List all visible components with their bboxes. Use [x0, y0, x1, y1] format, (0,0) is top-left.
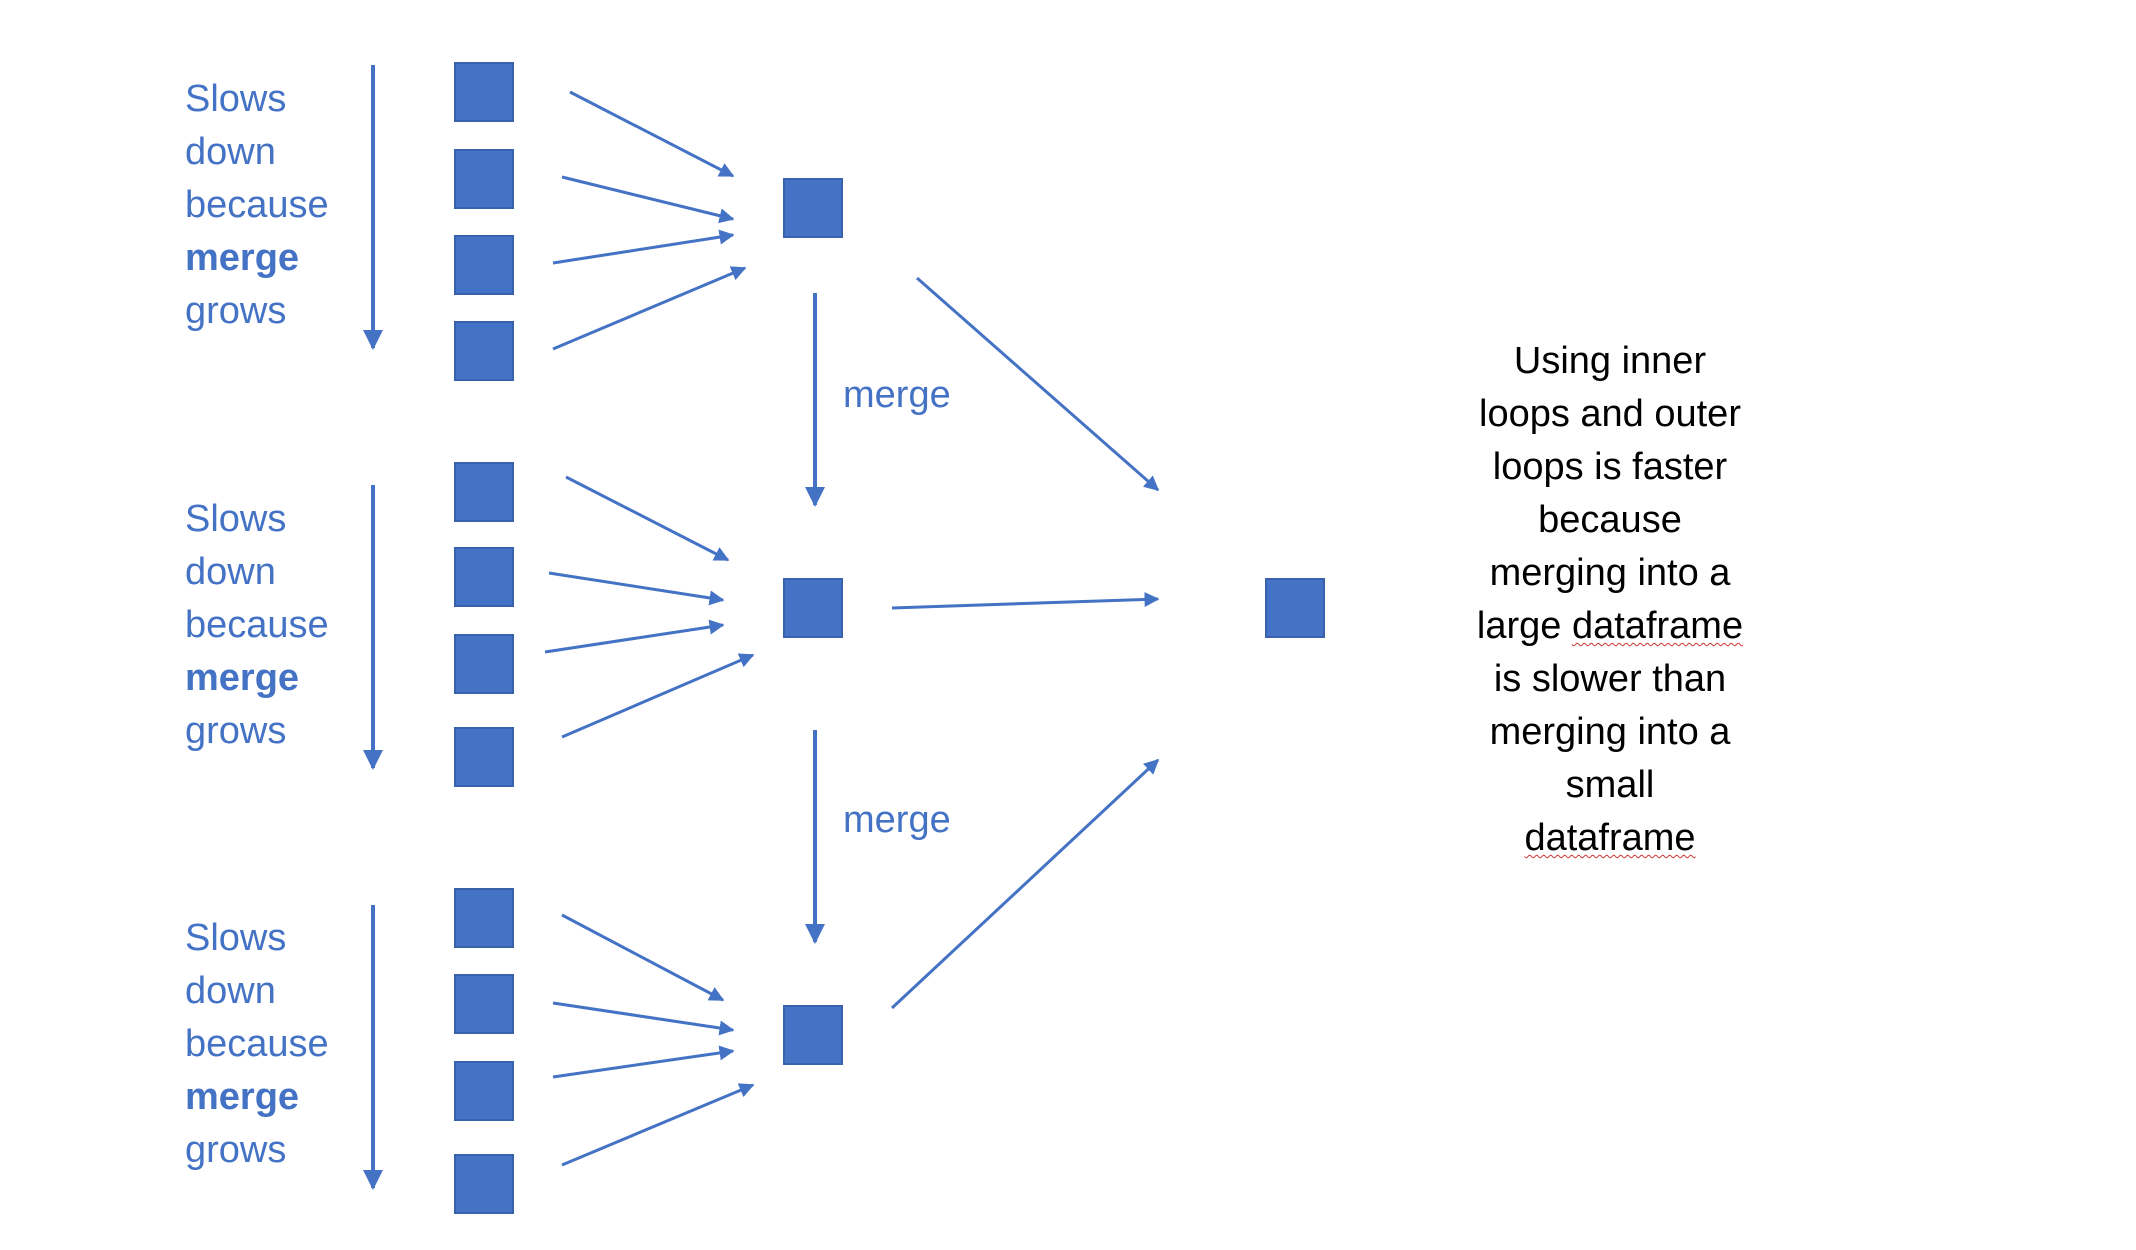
dataframe-box — [454, 634, 514, 694]
merged-box — [783, 578, 843, 638]
dataframe-box — [454, 62, 514, 122]
label-line: because — [185, 1023, 329, 1065]
dataframe-box — [454, 149, 514, 209]
final-merge-arrow — [890, 758, 1160, 1010]
label-line: down — [185, 551, 276, 593]
spellcheck-word: dataframe — [1524, 817, 1696, 859]
merge-arrow — [552, 1001, 735, 1036]
dataframe-box — [454, 974, 514, 1034]
note-line: merging into a — [1489, 711, 1731, 753]
label-line: down — [185, 970, 276, 1012]
label-line: because — [185, 184, 329, 226]
dataframe-box — [454, 888, 514, 948]
merge-arrow — [569, 90, 735, 178]
note-line: because — [1538, 499, 1682, 541]
group-label: Slows down because merge grows — [185, 912, 329, 1177]
note-line: loops is faster — [1492, 446, 1728, 488]
label-line: Slows — [185, 917, 287, 959]
note-line: Using inner — [1513, 340, 1707, 382]
merge-arrow — [552, 266, 747, 351]
merge-label: merge — [843, 374, 951, 416]
merge-arrow — [552, 229, 735, 265]
dataframe-box — [454, 235, 514, 295]
merged-box — [783, 1005, 843, 1065]
dataframe-box — [454, 462, 514, 522]
note-line: large dataframe — [1476, 605, 1744, 647]
merge-arrow — [544, 619, 725, 654]
note-line: loops and outer — [1479, 393, 1741, 435]
merge-arrow — [565, 475, 730, 562]
merge-arrow — [561, 913, 725, 1002]
label-line: grows — [185, 290, 287, 332]
group-label: Slows down because merge grows — [185, 73, 329, 338]
explanation-note: Using inner loops and outer loops is fas… — [1440, 335, 1780, 865]
label-line-bold: merge — [185, 237, 300, 279]
group-label: Slows down because merge grows — [185, 493, 329, 758]
dataframe-box — [454, 321, 514, 381]
merge-arrow — [561, 1083, 755, 1167]
spellcheck-word: dataframe — [1571, 605, 1744, 647]
note-line: dataframe — [1440, 812, 1780, 865]
note-line: is slower than — [1493, 658, 1727, 700]
merged-box — [783, 178, 843, 238]
note-line: small — [1565, 764, 1655, 806]
merge-arrow — [548, 571, 725, 606]
label-line-bold: merge — [185, 1076, 300, 1118]
label-line: Slows — [185, 498, 287, 540]
merge-arrow — [552, 1045, 735, 1079]
label-line: down — [185, 131, 276, 173]
note-line: merging into a — [1489, 552, 1731, 594]
merge-arrow — [561, 653, 755, 739]
final-merge-arrow — [891, 591, 1160, 610]
merge-label: merge — [843, 799, 951, 841]
label-line: grows — [185, 710, 287, 752]
label-line: grows — [185, 1129, 287, 1171]
final-merge-arrow — [916, 276, 1160, 492]
label-line-bold: merge — [185, 657, 300, 699]
dataframe-box — [454, 727, 514, 787]
label-line: Slows — [185, 78, 287, 120]
dataframe-box — [454, 547, 514, 607]
dataframe-box — [454, 1061, 514, 1121]
final-box — [1265, 578, 1325, 638]
label-line: because — [185, 604, 329, 646]
dataframe-box — [454, 1154, 514, 1214]
merge-arrow — [561, 175, 735, 224]
